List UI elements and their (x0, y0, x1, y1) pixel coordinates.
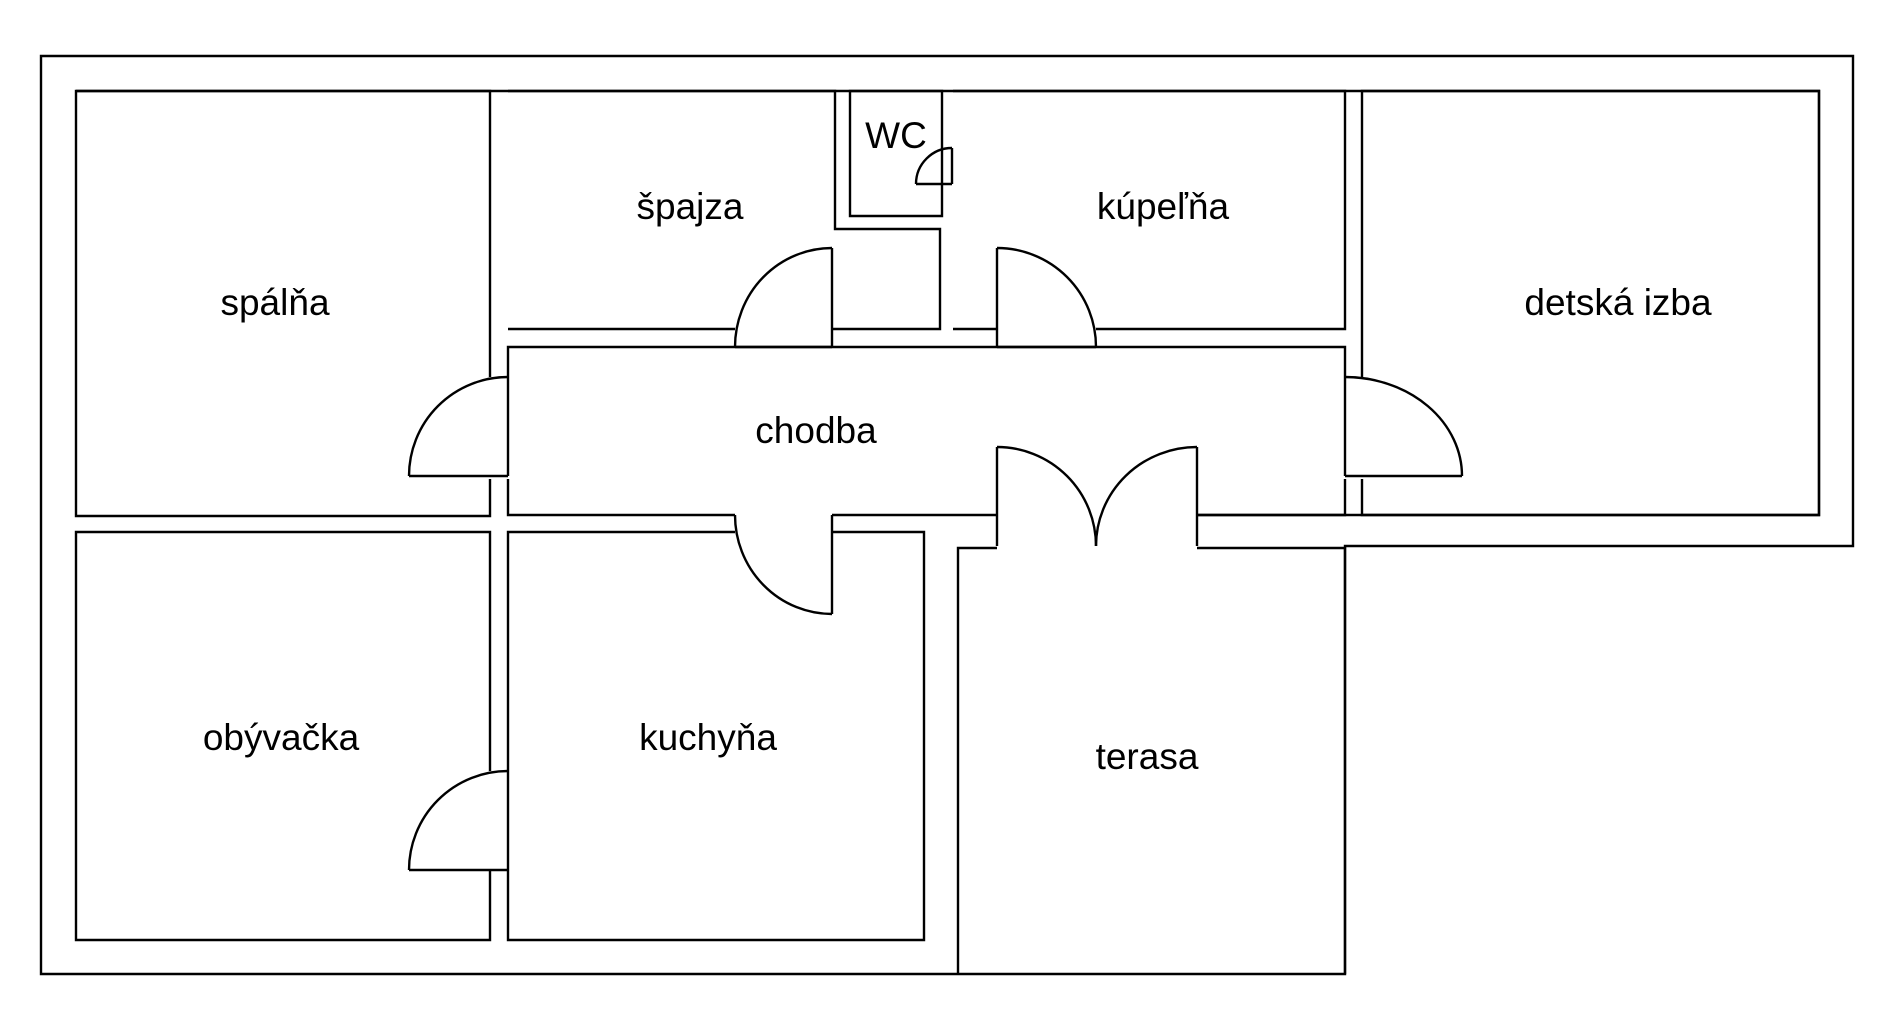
door-swing-arc (914, 146, 953, 185)
room-label-obyvacka: obývačka (203, 717, 360, 758)
room-outline-spajza (508, 89, 942, 331)
room-outline-terasa (956, 546, 1347, 974)
room-label-spajza: špajza (637, 186, 744, 227)
room-label-terasa: terasa (1096, 736, 1199, 777)
room-label-spalna: spálňa (220, 282, 329, 323)
room-outline-spalna (74, 89, 492, 518)
room-label-kuchyna: kuchyňa (639, 717, 777, 758)
doors (407, 146, 1464, 872)
door-swing-arc (733, 514, 833, 616)
room-label-chodba: chodba (755, 410, 877, 451)
rooms (74, 89, 1821, 974)
door-wc (914, 146, 954, 186)
door-swing-arc (407, 769, 509, 871)
room-labels: spálňa špajza WC kúpeľňa detská izba cho… (203, 115, 1712, 777)
door-detska-izba-chodba (1343, 375, 1464, 478)
door-kupelna-chodba (995, 246, 1098, 349)
door-swing-arc-left (996, 445, 1098, 547)
room-outline-obyvacka (74, 530, 492, 942)
door-swing-arc (733, 246, 833, 348)
door-swing-arc-right (1094, 445, 1198, 547)
door-spajza-chodba (733, 246, 834, 349)
door-swing-arc (996, 246, 1098, 348)
room-outline-detska-izba (1360, 89, 1821, 517)
door-swing-arc (407, 375, 509, 477)
room-label-wc: WC (865, 115, 927, 156)
room-label-detska-izba: detská izba (1524, 282, 1712, 323)
door-spalna-chodba (407, 375, 510, 478)
outer-wall-outline (39, 54, 1855, 976)
door-swing-arc (1344, 375, 1464, 477)
door-chodba-kuchyna (733, 514, 834, 616)
room-outline-kupelna (953, 89, 1347, 331)
room-outline-chodba (506, 345, 1347, 517)
door-obyvacka-kuchyna (407, 769, 510, 872)
room-outline-kuchyna (506, 530, 926, 942)
door-chodba-terasa (995, 445, 1199, 547)
room-label-kupelna: kúpeľňa (1097, 186, 1230, 227)
room-outline-wc (848, 89, 944, 218)
